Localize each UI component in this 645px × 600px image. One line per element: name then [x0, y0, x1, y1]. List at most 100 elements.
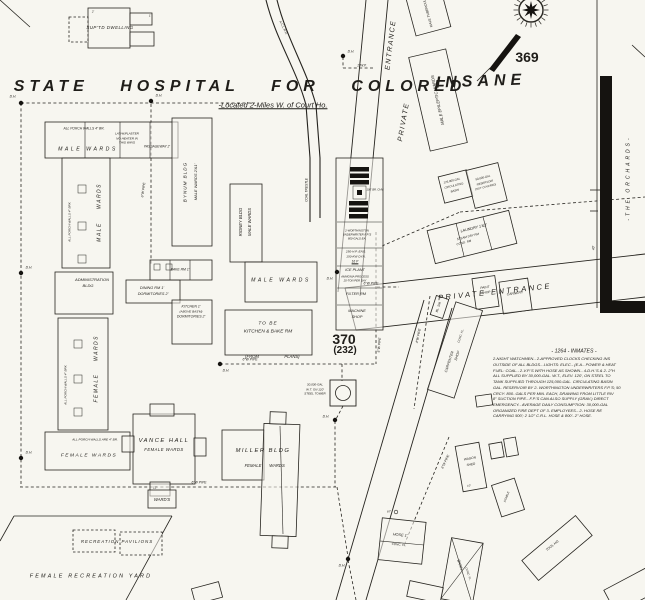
building — [259, 422, 301, 538]
hydrant-label: D.H. — [25, 265, 33, 270]
building-outline — [121, 435, 135, 453]
building — [87, 7, 131, 49]
dimension-label: 40' — [591, 245, 596, 251]
coal-trestle-label: COAL TRESTLE — [304, 178, 309, 202]
solid-black-feature — [349, 214, 368, 219]
future-kitchen-label: (FROM — [245, 353, 259, 359]
building-outline — [57, 317, 109, 431]
building — [488, 441, 505, 460]
female-wards-label: FEMALE WARDS — [60, 453, 118, 459]
building — [426, 209, 518, 265]
detail-square — [153, 263, 161, 271]
building-outline — [503, 436, 519, 458]
detail-square — [77, 184, 87, 194]
building-outline — [454, 441, 488, 493]
hydrant-dot — [334, 269, 340, 275]
ice-plant-label: 20-TON PER DAY — [343, 278, 367, 283]
construction-note: ALL PORCH WALLS ARE 4" BR. — [72, 437, 118, 442]
ice-plant-label: AMMONIA PROCESS — [341, 274, 369, 279]
building-outline — [190, 581, 224, 600]
construction-note: ALL PORCH WALLS 4" BR. — [63, 126, 105, 131]
building-outline — [426, 209, 518, 265]
dimension-label: 12' — [153, 485, 157, 490]
water-pipe-line — [404, 436, 450, 544]
block-number-alt: (232) — [333, 345, 357, 356]
map-subtitle: -Located 2-Miles W. of Court Ho. — [218, 100, 328, 110]
building — [57, 317, 109, 431]
solid-black-feature — [600, 301, 645, 313]
fence-line — [0, 515, 15, 542]
rigney-bldg-label: MALE WARDS — [246, 207, 252, 237]
building-outline — [147, 489, 177, 509]
building-outline — [488, 441, 505, 460]
building — [377, 517, 427, 565]
building-outline — [61, 157, 111, 269]
building — [132, 413, 196, 485]
building-outline — [149, 259, 213, 281]
inmates-note-line: OUTSIDE OF ALL BLDGS.- LIGHTS: ELEC.- (E… — [493, 362, 616, 367]
hydrant-label: D.H. — [347, 49, 355, 54]
sheet-number: 369 — [515, 49, 539, 65]
building-outline — [129, 31, 155, 47]
inmates-note-line: 2-NIGHT WATCHMEN.- 2-APPROVED CLOCKS CHE… — [493, 356, 611, 362]
dining-label: DORMITORIES 2' — [137, 292, 169, 297]
building-outline — [221, 429, 265, 481]
railroad-track — [276, 0, 321, 218]
building — [171, 117, 213, 247]
detail-square — [165, 263, 173, 271]
building-outline — [229, 183, 263, 263]
inmates-note-line: GAL. RESERVOIR BY 2- WORTHINGTON UNDERWR… — [493, 384, 621, 390]
road-line — [335, 299, 425, 600]
building-outline — [335, 157, 384, 331]
inmates-note-heading: - 1264 - INMATES - — [551, 347, 597, 354]
building — [68, 16, 89, 43]
building-outline — [406, 580, 444, 600]
building — [335, 157, 384, 331]
building-outline — [259, 422, 301, 538]
building — [490, 477, 526, 518]
building — [221, 429, 265, 481]
water-tank-outline — [329, 379, 357, 407]
building-outline — [193, 437, 207, 457]
hydrant-label: D.H. — [9, 94, 17, 99]
building-outline — [498, 277, 533, 315]
fence-line — [0, 0, 31, 28]
bynum-bldg-label: MALE WARDS 2'&1' — [193, 163, 198, 201]
building — [498, 277, 533, 315]
detail-square — [352, 185, 367, 200]
building — [72, 529, 116, 553]
building-outline — [44, 121, 179, 159]
future-kitchen-label: PLANS) — [284, 353, 300, 359]
solid-black-feature — [600, 76, 612, 304]
building-outline — [149, 403, 175, 417]
machine-shop-label: SHOP — [351, 314, 363, 319]
building — [521, 514, 593, 582]
male-wards-label: MALE WARDS — [251, 277, 311, 284]
building — [129, 12, 153, 26]
detail-square — [73, 339, 83, 349]
building-outline — [72, 529, 116, 553]
kitchen-label: KITCHEN 1' — [181, 304, 201, 309]
hydrant-dot — [340, 53, 346, 59]
construction-note: PASSAGEWAY 2' — [143, 144, 171, 149]
interior-wall-line — [455, 222, 465, 257]
water-tank-label: STEEL TOWER — [304, 391, 326, 396]
railroad-track — [265, 0, 311, 222]
building — [44, 431, 131, 471]
construction-note: THIS WING — [118, 140, 136, 145]
block-number: 370 — [332, 331, 356, 347]
building — [603, 566, 645, 600]
male-wards-label: MALE WARDS — [58, 146, 118, 153]
pipe-label: 6"W PIPE — [242, 357, 258, 362]
miller-bldg-label: WARDS — [269, 462, 285, 468]
solid-black-feature — [349, 207, 368, 212]
building — [503, 436, 519, 458]
building — [404, 0, 452, 37]
miller-bldg-label: FEMALE — [244, 462, 262, 468]
building-outline — [404, 0, 452, 37]
building — [121, 435, 135, 453]
chimney-label: 100' BR. CHM — [366, 188, 384, 192]
building-outline — [54, 271, 114, 315]
dimension-label: 10' — [466, 483, 472, 488]
hydrant-label: D.H. — [338, 563, 346, 568]
